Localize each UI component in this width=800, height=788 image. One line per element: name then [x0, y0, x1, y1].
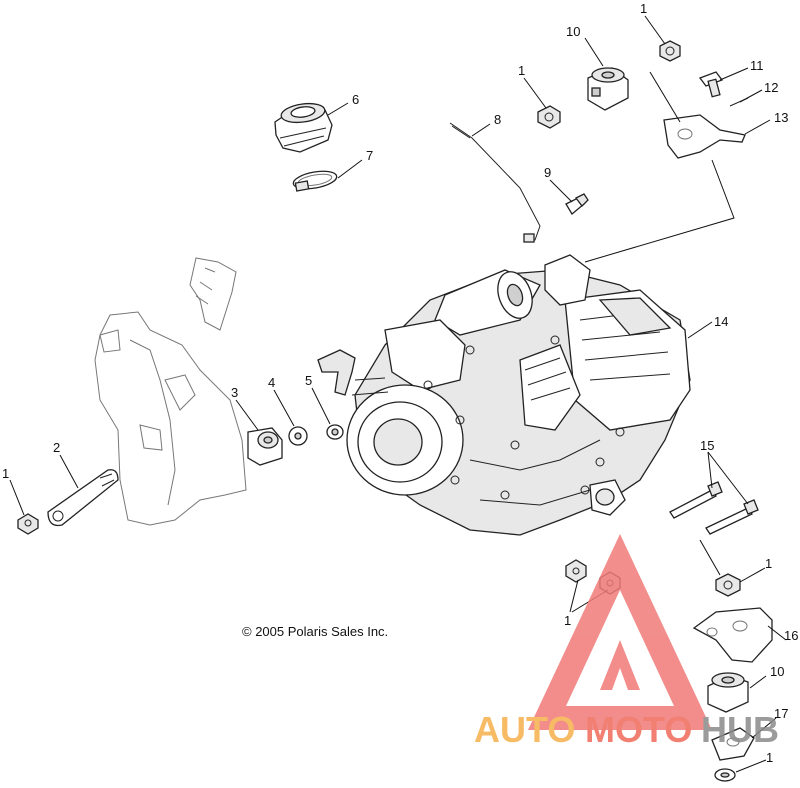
part-2-strap [47, 469, 119, 527]
watermark-text-moto: MOTO [585, 709, 692, 750]
part-10-mount-top [587, 67, 629, 111]
part-1-nut-top-center [537, 105, 561, 129]
callout-8: 8 [494, 112, 501, 127]
leader-lines [9, 15, 787, 773]
callout-1: 1 [518, 63, 525, 78]
part-1-washer-bottom [714, 768, 736, 782]
part-1-nut-top-right [659, 40, 681, 62]
callout-4: 4 [268, 375, 275, 390]
callout-12: 12 [764, 80, 778, 95]
part-4-washer [288, 426, 308, 446]
frame-ghost-outline [94, 257, 247, 526]
callout-1: 1 [2, 466, 9, 481]
callout-2: 2 [53, 440, 60, 455]
callout-1: 1 [765, 556, 772, 571]
callout-14: 14 [714, 314, 728, 329]
watermark-triangle-logo [528, 534, 712, 730]
callout-10: 10 [770, 664, 784, 679]
callout-5: 5 [305, 373, 312, 388]
automotohub-watermark: AUTO MOTO HUB [474, 534, 779, 750]
part-9-bolt [565, 193, 589, 215]
part-8-rod [449, 122, 541, 243]
callout-13: 13 [774, 110, 788, 125]
callout-1: 1 [564, 613, 571, 628]
copyright-notice: © 2005 Polaris Sales Inc. [242, 624, 388, 639]
callout-17: 17 [774, 706, 788, 721]
callout-15: 15 [700, 438, 714, 453]
engine-assembly [317, 254, 691, 536]
callout-6: 6 [352, 92, 359, 107]
part-17-plate [711, 727, 755, 761]
callout-11: 11 [750, 58, 764, 73]
callout-10: 10 [566, 24, 580, 39]
callout-9: 9 [544, 165, 551, 180]
callout-1: 1 [766, 750, 773, 765]
callout-1: 1 [640, 1, 647, 16]
callout-16: 16 [784, 628, 798, 643]
part-7-clamp [292, 170, 338, 192]
part-1-nut-right [715, 573, 741, 597]
part-11-bolt [698, 71, 724, 98]
part-5-nut [326, 424, 344, 440]
part-15-bolts [669, 481, 759, 535]
callout-labels: 1 2 3 4 5 6 7 8 9 1 10 1 11 12 13 14 15 … [2, 1, 798, 765]
watermark-triangle-inner [600, 640, 640, 690]
callout-3: 3 [231, 385, 238, 400]
part-16-bracket [692, 607, 773, 663]
part-10-mount-lower [707, 672, 749, 713]
callout-7: 7 [366, 148, 373, 163]
part-6-intake-boot [274, 102, 333, 153]
part-3-bushing [247, 427, 283, 466]
watermark-text-hub: HUB [701, 709, 779, 750]
watermark-text-auto: AUTO [474, 709, 575, 750]
part-13-bracket [663, 114, 746, 159]
part-1-nut-left [17, 513, 39, 535]
